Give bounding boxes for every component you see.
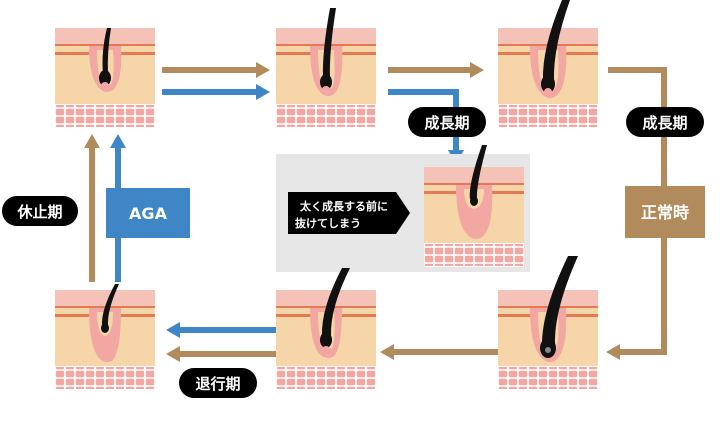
svg-text:抜けてしまう: 抜けてしまう — [295, 216, 361, 230]
skin-block-bottom-middle — [276, 268, 376, 390]
svg-text:退行期: 退行期 — [195, 375, 240, 393]
skin-block-bottom-right — [498, 256, 598, 390]
label-normal-box: 正常時 — [625, 186, 705, 238]
svg-text:休止期: 休止期 — [16, 203, 62, 221]
svg-text:正常時: 正常時 — [641, 203, 689, 222]
label-growth-aga: 成長期 — [408, 107, 486, 137]
skin-block-bottom-left — [55, 284, 155, 390]
svg-text:太く成長する前に: 太く成長する前に — [299, 199, 388, 213]
svg-text:AGA: AGA — [129, 204, 168, 223]
skin-block-top-left — [55, 28, 155, 128]
label-regression: 退行期 — [179, 368, 257, 398]
callout-text-box: 太く成長する前に 抜けてしまう — [288, 192, 410, 234]
label-aga-box: AGA — [106, 188, 190, 238]
label-rest: 休止期 — [2, 196, 78, 226]
skin-block-top-middle — [276, 8, 376, 128]
svg-text:成長期: 成長期 — [642, 114, 687, 132]
label-growth-normal: 成長期 — [626, 107, 704, 137]
skin-block-top-right — [498, 0, 598, 128]
aga-arrowheads — [110, 84, 464, 338]
normal-arrowheads — [84, 62, 620, 362]
skin-block-aga-short — [424, 145, 524, 267]
svg-text:成長期: 成長期 — [424, 114, 469, 132]
